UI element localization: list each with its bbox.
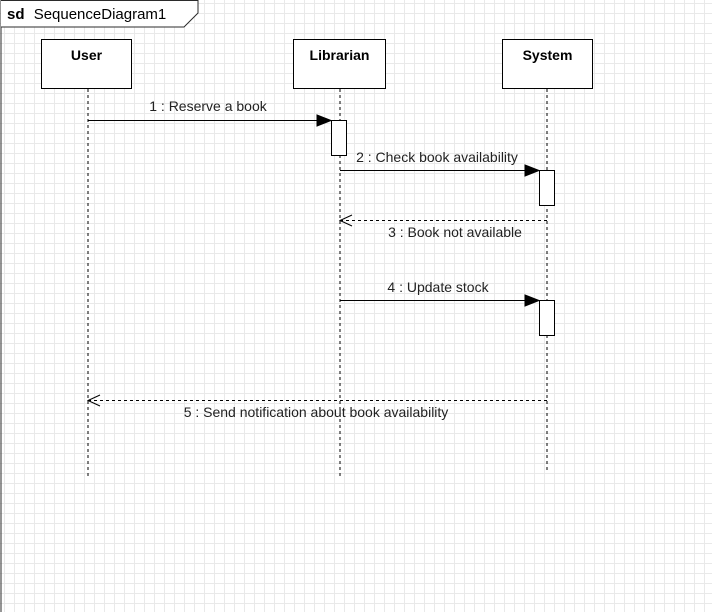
lifeline-librarian-box[interactable] <box>293 39 386 89</box>
message-2-arrowhead <box>524 164 541 177</box>
lifeline-user[interactable]: User <box>41 39 132 479</box>
lifeline-librarian[interactable]: Librarian <box>293 39 386 479</box>
message-3-arrowhead <box>338 214 353 227</box>
frame-keyword: sd <box>7 6 25 23</box>
lifeline-user-label: User <box>71 47 103 63</box>
message-1[interactable]: 1 : Reserve a book <box>88 98 333 127</box>
message-1-label: 1 : Reserve a book <box>149 98 268 114</box>
message-4-arrowhead <box>524 294 541 307</box>
message-5-label: 5 : Send notification about book availab… <box>184 404 449 420</box>
lifeline-system[interactable]: System <box>502 39 593 471</box>
message-3[interactable]: 3 : Book not available <box>338 214 547 240</box>
activation-librarian[interactable] <box>331 120 347 156</box>
activation-system-1[interactable] <box>539 170 555 206</box>
lifeline-system-box[interactable] <box>502 39 593 89</box>
frame-title-tab[interactable] <box>1 0 199 28</box>
frame-name: SequenceDiagram1 <box>34 6 167 23</box>
lifeline-librarian-label: Librarian <box>310 47 370 63</box>
message-2[interactable]: 2 : Check book availability <box>340 149 541 177</box>
message-5[interactable]: 5 : Send notification about book availab… <box>86 394 547 420</box>
message-2-label: 2 : Check book availability <box>356 149 518 165</box>
lifeline-user-box[interactable] <box>41 39 132 89</box>
message-4[interactable]: 4 : Update stock <box>340 279 541 307</box>
message-1-arrowhead <box>316 114 333 127</box>
frame-title: sd SequenceDiagram1 <box>7 6 166 23</box>
lifeline-system-label: System <box>523 47 573 63</box>
message-3-label: 3 : Book not available <box>388 224 522 240</box>
message-5-arrowhead <box>86 394 101 407</box>
message-4-label: 4 : Update stock <box>387 279 489 295</box>
activation-system-2[interactable] <box>539 300 555 336</box>
